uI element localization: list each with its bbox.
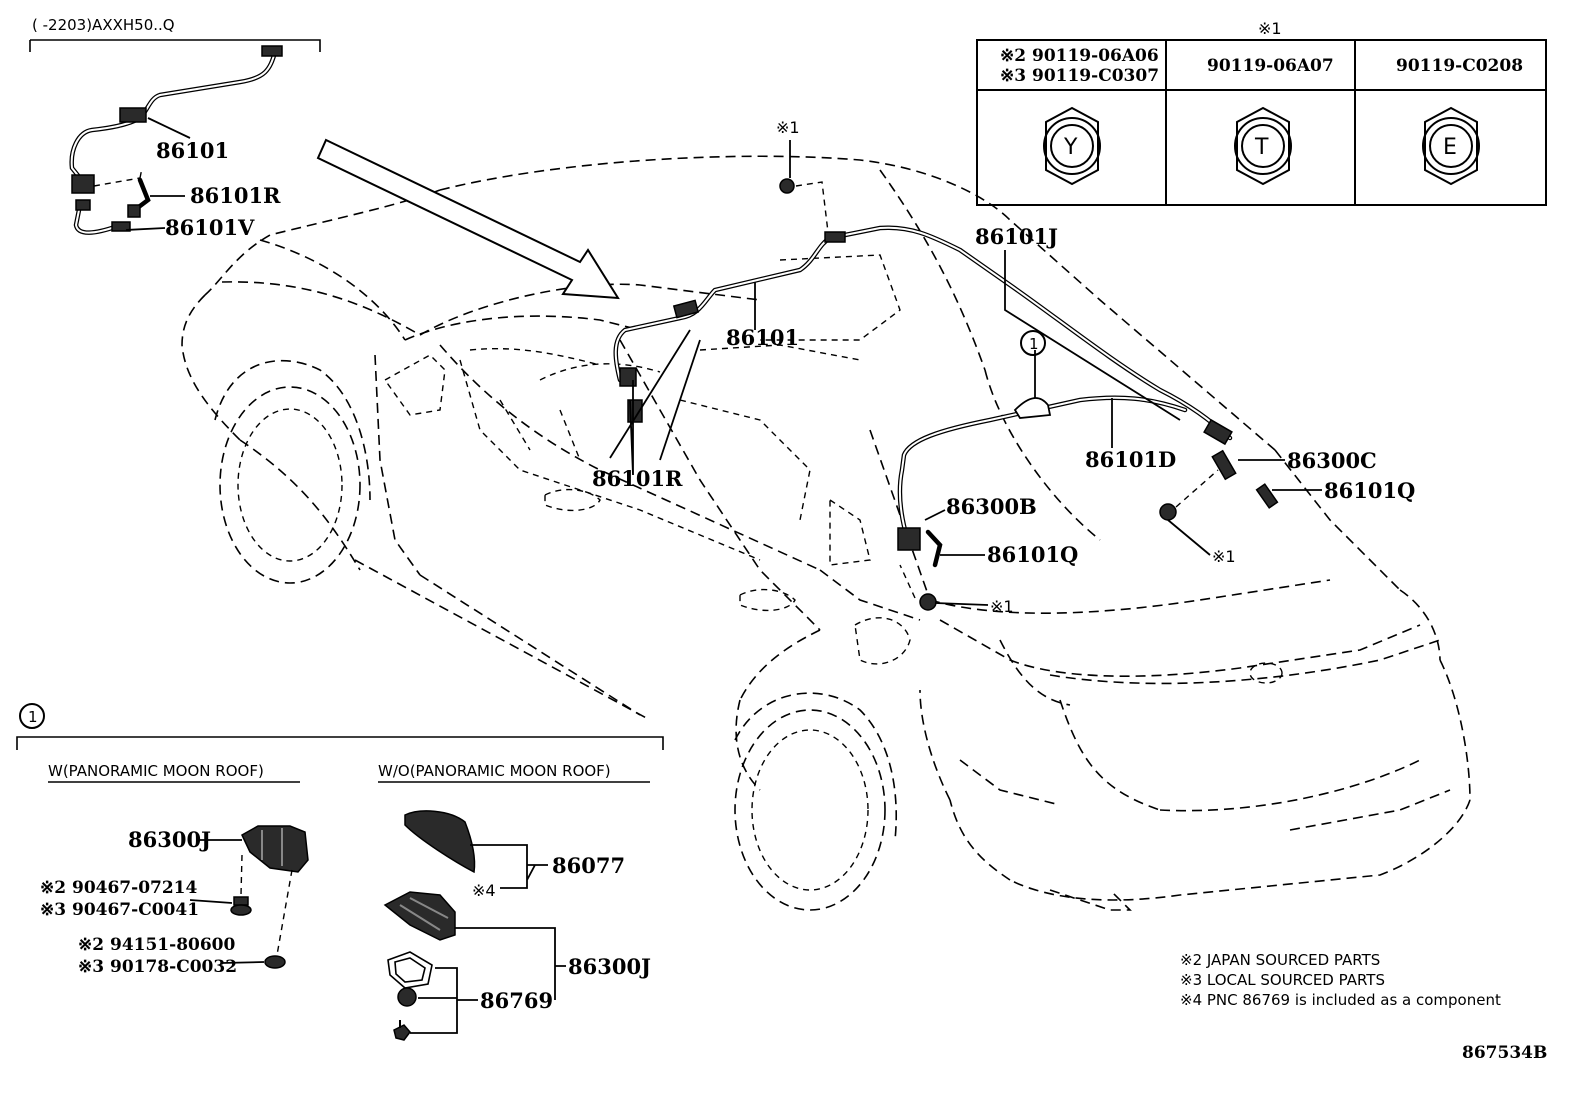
antenna-base-86300J-with <box>241 825 309 873</box>
label-note4-ref: ※4 <box>472 881 496 900</box>
note-ref-bolt-top: ※1 <box>776 118 800 137</box>
label-86300B: 86300B <box>946 494 1037 519</box>
detail-inset: 1 W(PANORAMIC MOON ROOF) W/O(PANORAMIC M… <box>16 703 664 1041</box>
label-86101-main: 86101 <box>726 325 799 350</box>
bolt-head-y-icon: Y <box>1043 106 1101 186</box>
connector-left <box>71 174 95 194</box>
fuel-lid <box>854 617 911 665</box>
bolt-icon-top <box>779 178 829 233</box>
label-86077: 86077 <box>552 853 625 878</box>
inset-title-without: W/O(PANORAMIC MOON ROOF) <box>378 762 611 780</box>
bolt-mark-t: T <box>1254 135 1269 160</box>
bolt-mark-y: Y <box>1063 135 1078 160</box>
note-local-sourced: ※3 LOCAL SOURCED PARTS <box>1180 971 1385 989</box>
label-86101J: 86101J <box>975 224 1058 249</box>
note-japan-sourced: ※2 JAPAN SOURCED PARTS <box>1180 951 1380 969</box>
callout-circle-inset <box>19 703 45 729</box>
model-header: ( -2203)AXXH50..Q <box>32 16 175 34</box>
label-90467-C0041: ※3 90467-C0041 <box>40 900 199 920</box>
callout-inset-marker: 1 <box>28 708 38 726</box>
bolt-table-header: ※1 <box>1258 19 1282 38</box>
screw-icon-86769 <box>393 1020 411 1041</box>
label-86101R-main: 86101R <box>592 466 683 491</box>
vehicle-outline <box>181 155 1471 911</box>
direction-arrow-icon <box>316 138 620 300</box>
note-pnc-component: ※4 PNC 86769 is included as a component <box>1180 991 1501 1009</box>
label-90178-C0032: ※3 90178-C0032 <box>78 957 237 977</box>
notes-block: ※2 JAPAN SOURCED PARTS ※3 LOCAL SOURCED … <box>1180 951 1501 1009</box>
label-86101Q-mid: 86101Q <box>987 542 1078 567</box>
nut-icon-86769 <box>397 987 417 1007</box>
side-mirror <box>383 354 446 416</box>
rear-wheel <box>734 692 898 911</box>
bolt-col3: 90119-C0208 <box>1396 56 1523 76</box>
model-bracket <box>29 39 321 52</box>
connector-top <box>261 45 283 57</box>
antenna-harness-main <box>613 178 1279 611</box>
label-86769: 86769 <box>480 988 553 1013</box>
label-86101R-top: 86101R <box>190 183 281 208</box>
bolt-head-e-icon: E <box>1422 106 1480 186</box>
label-86101Q-right: 86101Q <box>1324 478 1415 503</box>
gasket-pad-icon <box>387 951 433 989</box>
model-header-group: ( -2203)AXXH50..Q <box>29 16 321 52</box>
shark-fin-antenna-icon <box>1013 397 1052 419</box>
door-handle-rear <box>739 588 796 612</box>
label-94151-80600: ※2 94151-80600 <box>78 935 236 955</box>
nut-icon-upper <box>230 896 252 916</box>
antenna-cover-86077-icon <box>404 810 476 874</box>
label-86101D: 86101D <box>1085 447 1176 472</box>
callout-roof-marker: 1 <box>1029 335 1039 353</box>
label-86300C: 86300C <box>1287 448 1377 473</box>
nut-icon-lower <box>264 955 286 969</box>
label-86300J-right: 86300J <box>568 954 651 979</box>
callout-circle-roof <box>1020 330 1046 356</box>
bolt-head-t-icon: T <box>1234 106 1292 186</box>
inset-title-with: W(PANORAMIC MOON ROOF) <box>48 762 264 780</box>
front-wheel <box>214 359 371 584</box>
note-ref-bolt-mid: ※1 <box>990 597 1014 616</box>
note-ref-bolt-right: ※1 <box>1212 547 1236 566</box>
connector-junction <box>119 107 147 123</box>
label-86101V: 86101V <box>165 215 255 240</box>
bolt-icon-mid <box>899 564 937 611</box>
bolt-mark-e: E <box>1443 135 1457 160</box>
label-90467-07214: ※2 90467-07214 <box>40 878 198 898</box>
antenna-amp-86300B <box>897 527 921 551</box>
label-86300J-left: 86300J <box>128 827 211 852</box>
bolt-col1-line1: ※2 90119-06A06 <box>1000 46 1159 66</box>
door-handle-front <box>544 488 601 512</box>
label-86101-top: 86101 <box>156 138 229 163</box>
bolt-col1-line2: ※3 90119-C0307 <box>1000 66 1159 86</box>
harness-assembly-topleft <box>69 45 283 235</box>
drawing-number: 867534B <box>1462 1043 1547 1063</box>
bolt-icon-right <box>1159 469 1219 521</box>
bolt-table: ※1 ※2 90119-06A06 ※3 90119-C0307 90119-0… <box>976 19 1547 206</box>
bolt-col2: 90119-06A07 <box>1207 56 1334 76</box>
emblem-icon <box>1249 662 1283 684</box>
antenna-amp-86300C <box>1211 449 1237 481</box>
